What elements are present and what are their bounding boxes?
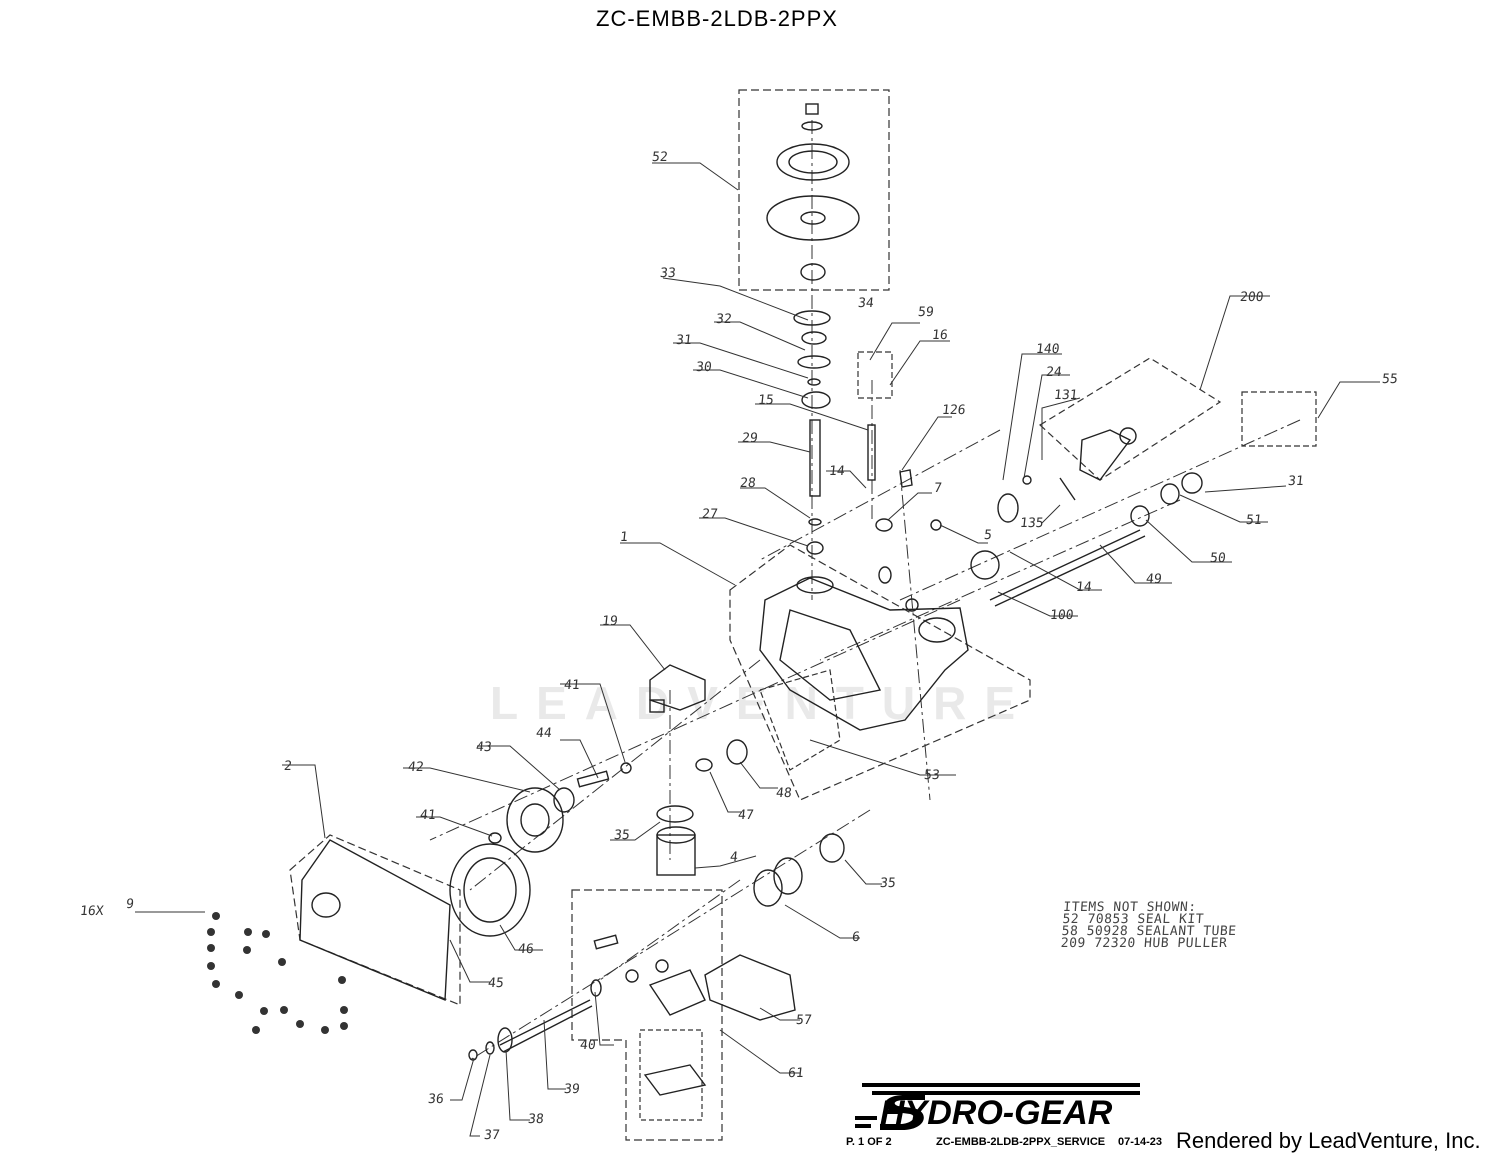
callout-57: 57 <box>795 1013 813 1028</box>
callout-41b: 41 <box>419 808 437 823</box>
diagram-title: ZC-EMBB-2LDB-2PPX <box>596 6 838 31</box>
callout-36: 36 <box>427 1092 445 1107</box>
callout-55: 55 <box>1381 372 1399 387</box>
callout-37: 37 <box>483 1128 501 1143</box>
callout-16X: 16X <box>79 904 105 919</box>
callout-50: 50 <box>1209 551 1227 566</box>
group-box-housing <box>729 544 1031 801</box>
callout-33: 33 <box>659 266 677 281</box>
callout-35b: 35 <box>879 876 897 891</box>
callout-35a: 35 <box>613 828 631 843</box>
callout-100: 100 <box>1049 608 1075 623</box>
callout-46: 46 <box>517 942 535 957</box>
callout-140: 140 <box>1035 342 1061 357</box>
footer-page: P. 1 OF 2 <box>846 1136 892 1148</box>
callout-14b: 14 <box>1075 580 1093 595</box>
callout-131: 131 <box>1053 388 1079 403</box>
callout-2: 2 <box>283 759 293 774</box>
callout-42: 42 <box>407 760 425 775</box>
callout-59: 59 <box>917 305 935 320</box>
callout-52: 52 <box>651 150 669 165</box>
callout-4: 4 <box>729 850 739 865</box>
note-item: 209 72320 HUB PULLER <box>1060 936 1228 951</box>
group-box-61-inner <box>639 1029 703 1121</box>
callout-200: 200 <box>1239 290 1265 305</box>
callout-31a: 31 <box>675 333 693 348</box>
callout-7: 7 <box>933 481 943 496</box>
callout-53: 53 <box>923 768 941 783</box>
callout-34: 34 <box>857 296 875 311</box>
callout-19: 19 <box>601 614 619 629</box>
callout-45: 45 <box>487 976 505 991</box>
group-box-2 <box>289 834 461 1006</box>
callout-31b: 31 <box>1287 474 1305 489</box>
callout-24: 24 <box>1045 365 1063 380</box>
callout-30: 30 <box>695 360 713 375</box>
callout-126: 126 <box>941 403 967 418</box>
callout-16: 16 <box>931 328 949 343</box>
callout-61: 61 <box>787 1066 805 1081</box>
group-box-61 <box>571 889 723 1141</box>
callout-5: 5 <box>983 528 993 543</box>
hydro-gear-logo: HYDRO-GEAR <box>880 1094 1113 1132</box>
callout-40: 40 <box>579 1038 597 1053</box>
group-box-52 <box>738 89 890 291</box>
callout-51: 51 <box>1245 513 1263 528</box>
footer-doc-id: ZC-EMBB-2LDB-2PPX_SERVICE <box>936 1136 1106 1148</box>
callout-28: 28 <box>739 476 757 491</box>
rendered-by-credit: Rendered by LeadVenture, Inc. <box>1176 1128 1481 1153</box>
callout-41a: 41 <box>563 678 581 693</box>
footer-date: 07-14-23 <box>1118 1136 1163 1148</box>
callout-44: 44 <box>535 726 553 741</box>
callout-14a: 14 <box>828 464 846 479</box>
callout-29: 29 <box>741 431 759 446</box>
callout-48: 48 <box>775 786 793 801</box>
callout-49: 49 <box>1145 572 1163 587</box>
items-not-shown-note: ITEMS NOT SHOWN: 52 70853 SEAL KIT 58 50… <box>1060 900 1238 951</box>
callout-9: 9 <box>125 897 135 912</box>
group-box-59 <box>857 351 893 399</box>
callout-43: 43 <box>475 740 493 755</box>
group-box-200 <box>1039 357 1222 481</box>
callout-15: 15 <box>757 393 775 408</box>
watermark-text: LEADVENTURE <box>490 677 1034 729</box>
callout-32: 32 <box>715 312 733 327</box>
callout-47: 47 <box>737 808 755 823</box>
callout-27: 27 <box>701 507 719 522</box>
group-box-53 <box>759 669 841 771</box>
callout-1: 1 <box>619 530 629 545</box>
callout-39: 39 <box>563 1082 581 1097</box>
callout-38: 38 <box>527 1112 545 1127</box>
callout-6: 6 <box>851 930 861 945</box>
callout-135: 135 <box>1019 516 1045 531</box>
group-box-55 <box>1241 391 1317 447</box>
